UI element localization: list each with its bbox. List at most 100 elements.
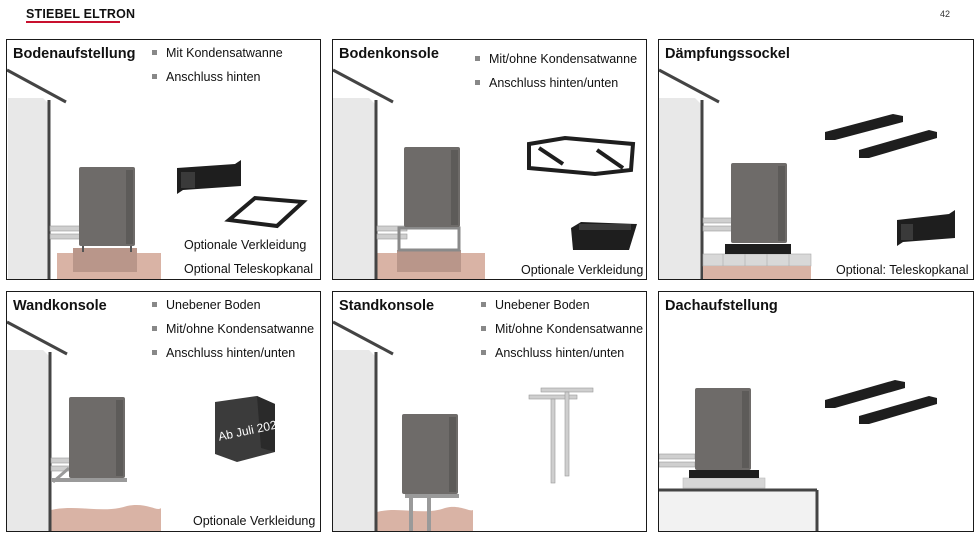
pipe xyxy=(659,453,696,460)
feature-item: Mit/ohne Kondensatwanne xyxy=(481,322,643,346)
heat-pump-side xyxy=(126,170,133,244)
telescopic-duct-opening xyxy=(181,172,195,188)
stand-console-post xyxy=(550,398,556,484)
roof-plinth xyxy=(682,477,766,489)
panel-daempfungssockel: Dämpfungssockel Optional: Teleskopkanal xyxy=(658,39,974,280)
bullet-square-icon xyxy=(152,302,157,307)
heat-pump-side xyxy=(116,400,123,476)
bullet-square-icon xyxy=(475,80,480,85)
damping-rail-accessory xyxy=(825,114,903,140)
pipe xyxy=(659,461,696,468)
feature-item: Mit/ohne Kondensatwanne xyxy=(152,322,314,346)
bullet-square-icon xyxy=(152,326,157,331)
console-brace xyxy=(595,148,625,170)
bullet-square-icon xyxy=(481,350,486,355)
stand-console-accessory xyxy=(528,394,578,400)
plinth xyxy=(397,250,461,272)
paving xyxy=(702,253,812,267)
cladding-box-top xyxy=(579,224,631,230)
feature-item: Mit/ohne Kondensatwanne xyxy=(475,52,637,76)
wall-console-strut xyxy=(52,466,70,484)
scene-dachaufstellung xyxy=(659,380,937,531)
heat-pump-unit xyxy=(402,414,458,494)
house-wall xyxy=(659,98,701,279)
bullet-square-icon xyxy=(152,350,157,355)
heat-pump-unit xyxy=(695,388,751,470)
feature-list: Mit/ohne Kondensatwanne Anschluss hinten… xyxy=(475,52,637,100)
bullet-square-icon xyxy=(481,302,486,307)
caption: Optionale Verkleidung xyxy=(193,514,316,528)
caption: Optionale Verkleidung xyxy=(184,238,307,252)
bullet-square-icon xyxy=(475,56,480,61)
feature-item: Unebener Boden xyxy=(152,298,314,322)
panel-title: Bodenaufstellung xyxy=(13,46,136,62)
house-roof xyxy=(7,68,67,104)
heat-pump-unit xyxy=(79,167,135,246)
panel-title: Dämpfungssockel xyxy=(665,46,790,62)
uneven-ground xyxy=(377,506,473,531)
panel-title: Bodenkonsole xyxy=(339,46,439,62)
panel-wandkonsole: Wandkonsole Unebener Boden Mit/ohne Kond… xyxy=(6,291,321,532)
house-roof xyxy=(333,68,394,104)
house-wall xyxy=(8,98,49,279)
feature-list: Unebener Boden Mit/ohne Kondensatwanne A… xyxy=(481,298,643,370)
pipe xyxy=(49,233,83,240)
damping-base xyxy=(725,244,791,254)
scene-wandkonsole xyxy=(7,320,275,531)
feature-item: Mit Kondensatwanne xyxy=(152,46,283,70)
floor-console xyxy=(397,226,461,252)
scene-bodenkonsole xyxy=(333,68,637,279)
feature-item: Unebener Boden xyxy=(481,298,643,322)
page-number: 42 xyxy=(940,9,951,19)
house-wall xyxy=(333,350,375,531)
scene-bodenaufstellung xyxy=(7,68,308,279)
stand-console xyxy=(405,494,459,498)
panel-bodenkonsole: Bodenkonsole Mit/ohne Kondensatwanne Ans… xyxy=(332,39,647,280)
stand-console-post xyxy=(564,391,570,477)
wall-console xyxy=(51,478,127,482)
panel-dachaufstellung: Dachaufstellung xyxy=(658,291,974,532)
damping-rail-accessory xyxy=(859,130,937,158)
feature-item: Anschluss hinten/unten xyxy=(481,346,643,370)
house-roof xyxy=(333,320,394,356)
house-roof xyxy=(7,320,68,356)
house-wall xyxy=(333,98,375,279)
bullet-square-icon xyxy=(152,74,157,79)
uneven-ground xyxy=(51,505,161,531)
heat-pump-unit xyxy=(731,163,787,243)
telescopic-duct-opening xyxy=(901,224,913,240)
pipe xyxy=(49,225,83,232)
pipe xyxy=(702,217,734,224)
cladding-accessory-side xyxy=(257,396,275,452)
floor-console-accessory xyxy=(527,135,636,177)
caption: Optionale Verkleidung xyxy=(521,263,644,277)
stand-console-accessory xyxy=(540,387,594,393)
scene-daempfungssockel xyxy=(659,68,955,279)
feature-item: Anschluss hinten/unten xyxy=(475,76,637,100)
gravel xyxy=(703,266,811,279)
caption: Optional Teleskopkanal xyxy=(184,262,314,276)
heat-pump-unit xyxy=(404,147,460,227)
panel-title: Dachaufstellung xyxy=(665,298,778,314)
pipe xyxy=(702,225,734,232)
panel-title: Wandkonsole xyxy=(13,298,107,314)
panel-bodenaufstellung: Bodenaufstellung Mit Kondensatwanne Ansc… xyxy=(6,39,321,280)
scene-standkonsole xyxy=(333,320,594,531)
logo-underline xyxy=(26,21,120,23)
caption: Optional: Teleskopkanal xyxy=(836,263,969,277)
feature-item: Anschluss hinten/unten xyxy=(152,346,314,370)
damping-rail-accessory xyxy=(825,380,905,408)
damping-base xyxy=(689,470,759,478)
bullet-square-icon xyxy=(481,326,486,331)
panel-title: Standkonsole xyxy=(339,298,435,314)
feature-list: Unebener Boden Mit/ohne Kondensatwanne A… xyxy=(152,298,314,370)
roof-surface xyxy=(659,490,817,531)
heat-pump-side xyxy=(451,150,458,225)
heat-pump-side xyxy=(449,417,456,492)
panel-standkonsole: Standkonsole Unebener Boden Mit/ohne Kon… xyxy=(332,291,647,532)
heat-pump-unit xyxy=(69,397,125,478)
pipe xyxy=(376,233,408,240)
bullet-square-icon xyxy=(152,50,157,55)
heat-pump-side xyxy=(742,391,749,468)
cladding-frame-accessory xyxy=(224,195,308,229)
